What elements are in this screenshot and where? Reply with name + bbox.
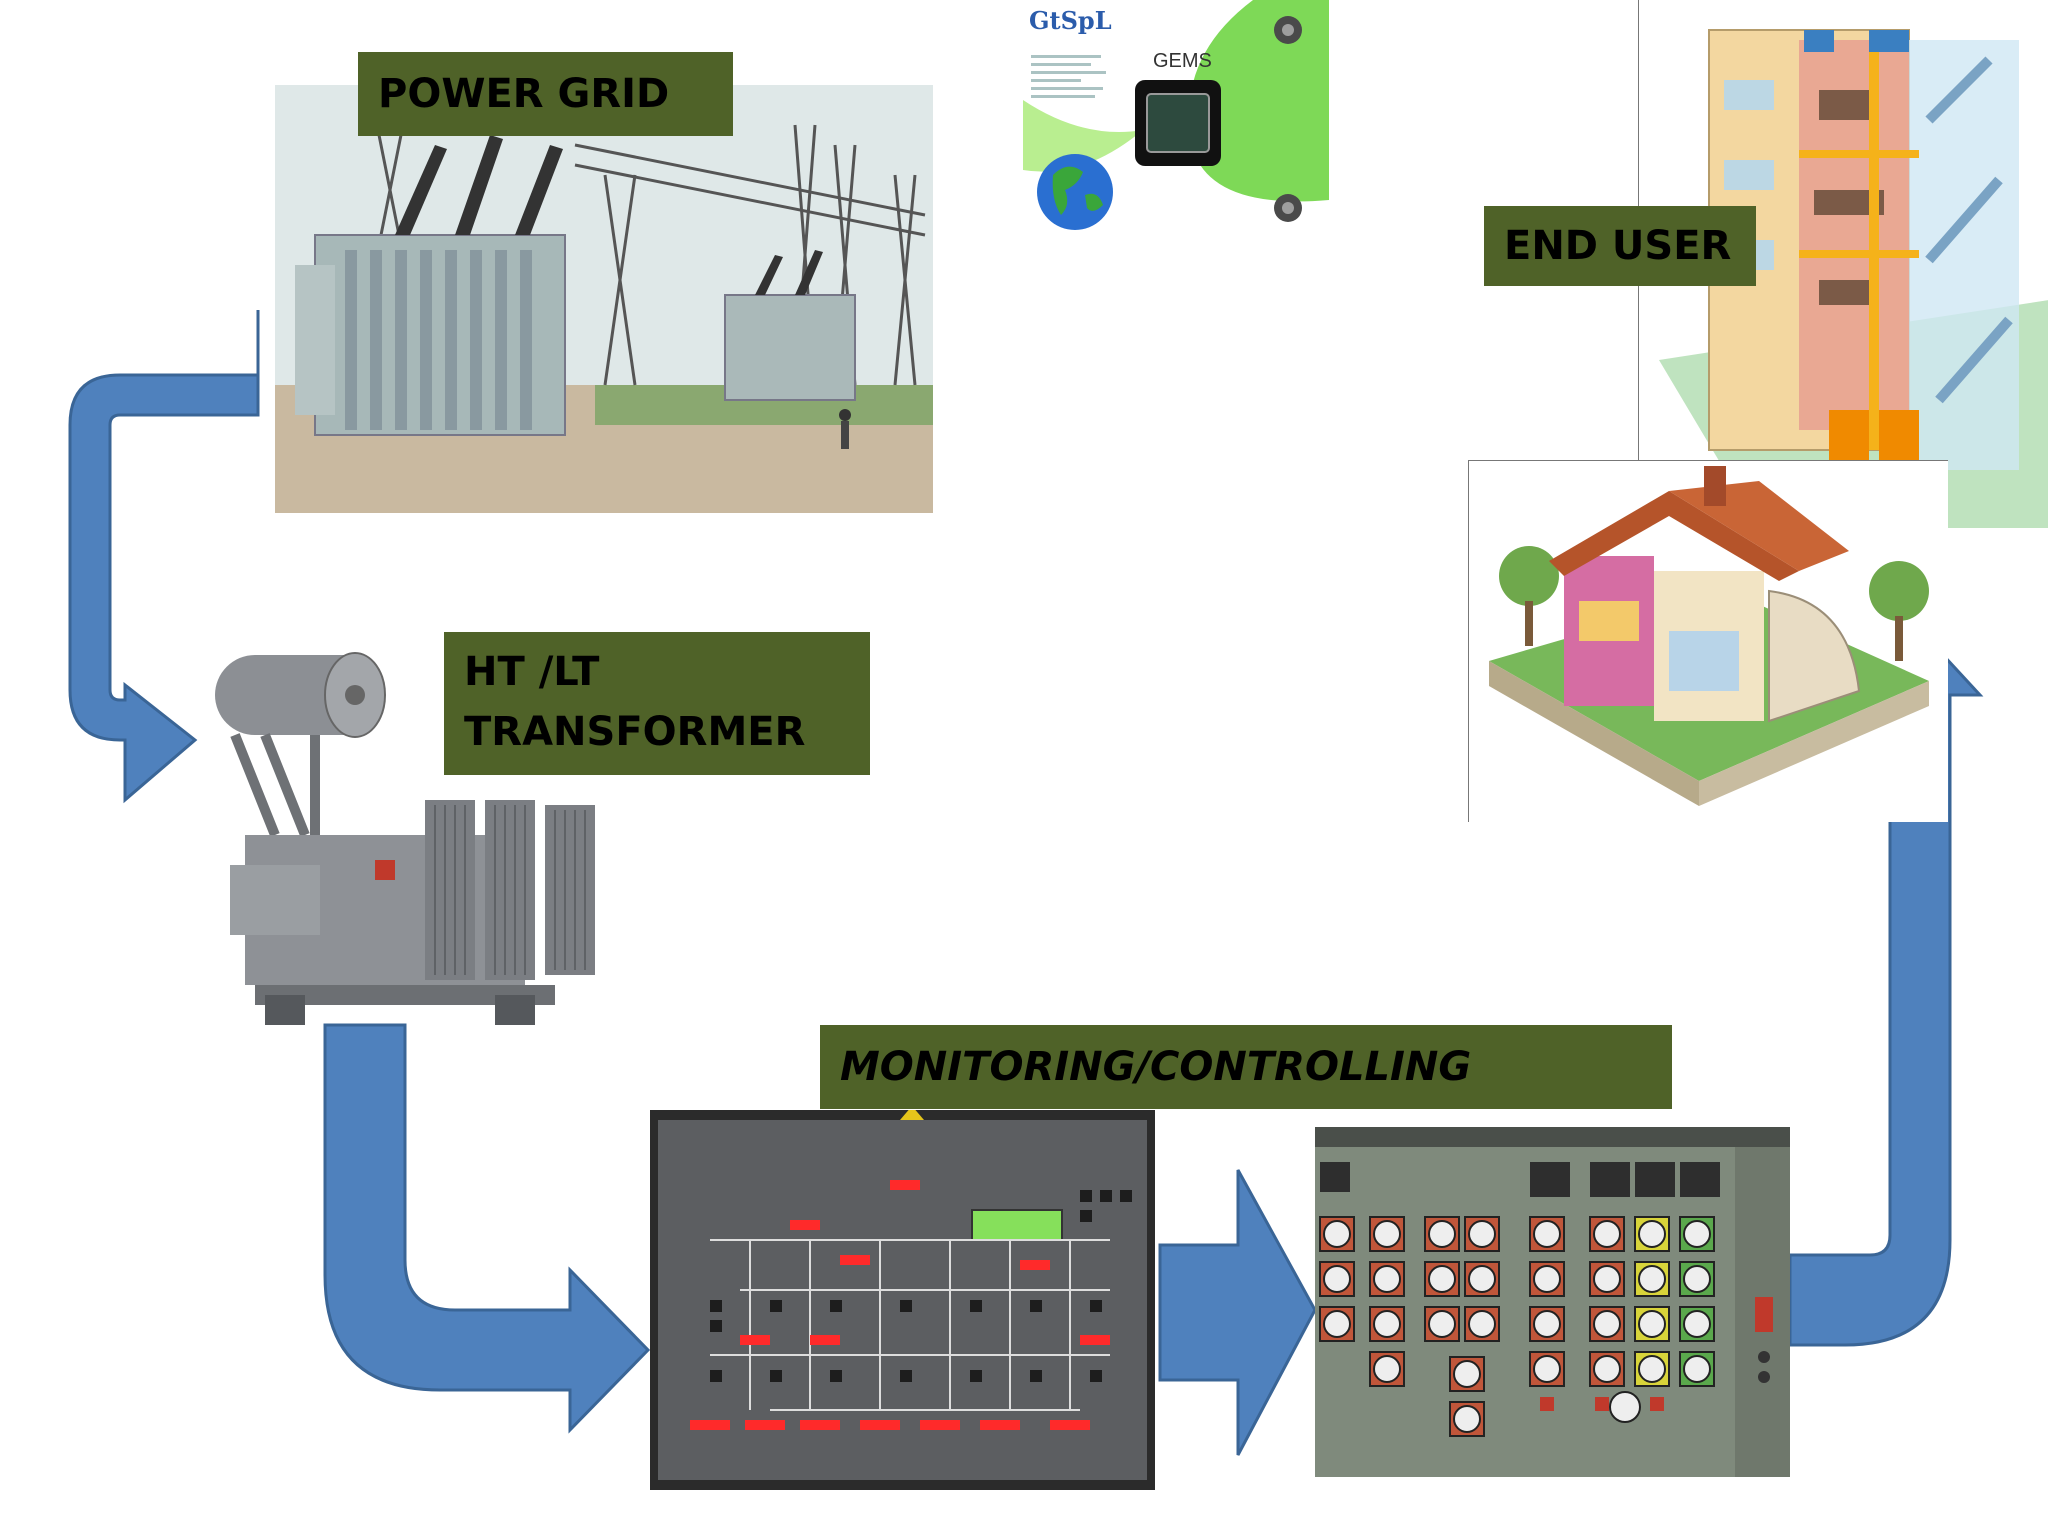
house-illustration (1468, 460, 1948, 822)
label-transformer-line1: HT /LT (464, 649, 600, 695)
gems-card-art (1023, 0, 1329, 245)
gems-product-label: GEMS (1153, 50, 1212, 72)
label-power-grid: POWER GRID (358, 52, 733, 136)
power-grid-photo (275, 85, 933, 513)
meter-panel-photo (1315, 1127, 1790, 1477)
gems-logo: GtSpL (1029, 6, 1112, 35)
gems-card: GtSpL GEMS (1023, 0, 1329, 245)
label-transformer-line2: TRANSFORMER (464, 709, 806, 755)
house-art (1489, 466, 1929, 806)
control-panel-photo (650, 1110, 1155, 1490)
arrow-grid-to-transformer (68, 310, 260, 804)
office-building-illustration (1638, 0, 2048, 528)
office-building-art (1659, 29, 2048, 528)
label-end-user: END USER (1484, 206, 1756, 286)
label-transformer: HT /LT TRANSFORMER (444, 632, 870, 775)
arrow-panel-to-panel (1158, 1169, 1317, 1456)
arrow-transformer-to-panel (323, 1023, 651, 1434)
transformer-image (215, 652, 595, 1025)
label-monitoring-panels: MONITORING/CONTROLLING PANELS (820, 1025, 1672, 1174)
